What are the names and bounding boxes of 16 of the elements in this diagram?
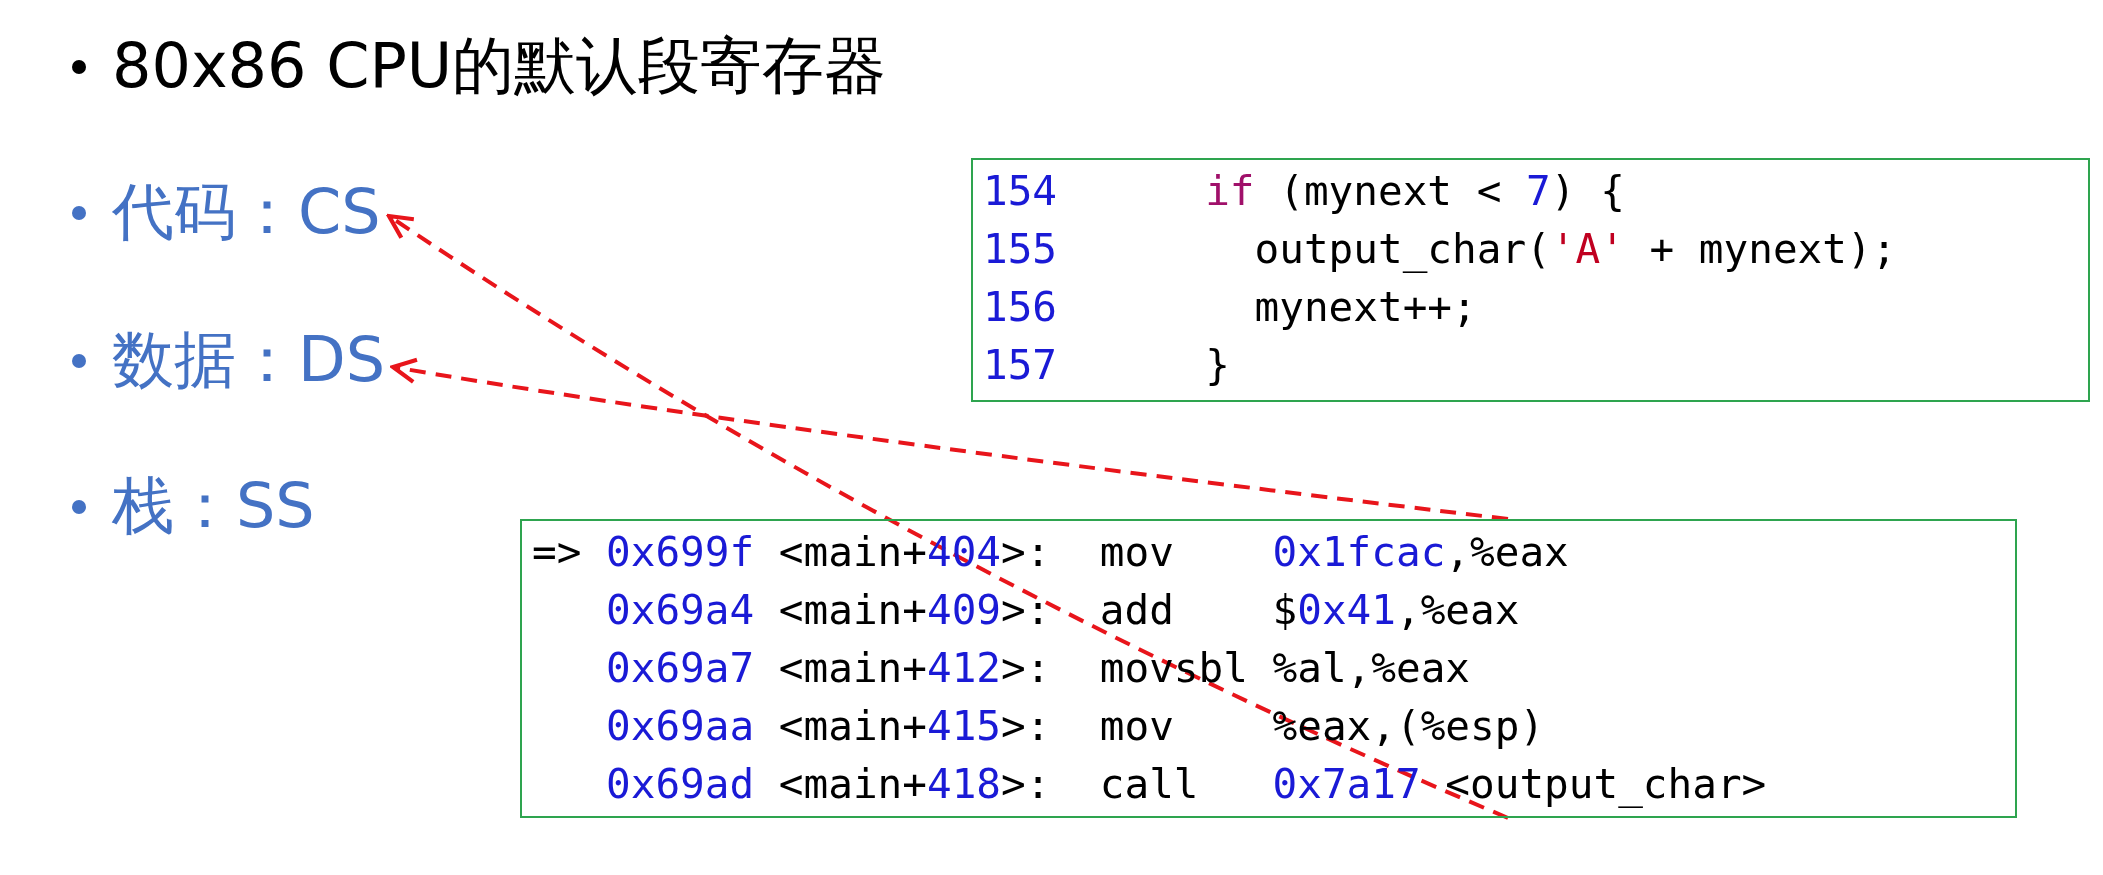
code-line: 0x69ad <main+418>: call 0x7a17 <output_char> <box>605 759 1768 810</box>
code-line: 0x69aa <main+415>: mov %eax,(%esp) <box>605 701 1546 752</box>
code-line: 0x69a4 <main+409>: add $0x41,%eax <box>605 585 1521 636</box>
dashed-arrow <box>386 213 1509 820</box>
bullet-text: 数据：DS <box>112 324 386 396</box>
bullet-text: 代码：CS <box>112 176 381 248</box>
code-box <box>971 158 2090 402</box>
code-box <box>520 519 2017 818</box>
heading-text: 80x86 CPU的默认段寄存器 <box>112 30 887 102</box>
code-line: => 0x699f <main+404>: mov 0x1fcac,%eax <box>532 527 1570 578</box>
code-line: 157 } <box>983 340 1231 391</box>
code-line: 154 if (mynext < 7) { <box>983 166 1626 217</box>
code-line: 155 output_char('A' + mynext); <box>983 224 1898 275</box>
bullet-text: 栈：SS <box>112 470 315 542</box>
code-line: 156 mynext++; <box>983 282 1478 333</box>
dashed-arrow <box>390 357 1509 521</box>
